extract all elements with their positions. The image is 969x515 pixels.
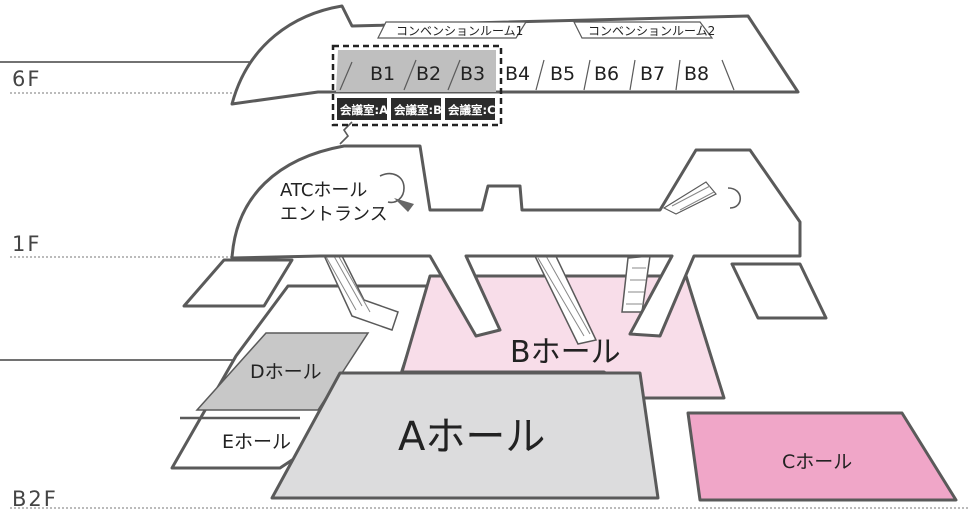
6f-floor xyxy=(230,4,800,106)
a-hall-label: Aホール xyxy=(398,414,545,460)
c-hall-label: Cホール xyxy=(782,451,852,473)
escalator-center xyxy=(530,247,598,345)
e-hall-label: Eホール xyxy=(222,431,291,453)
room-b1[interactable]: B1 xyxy=(370,63,395,85)
entrance-arrow-icon xyxy=(394,198,414,212)
small-room-east xyxy=(730,262,828,320)
room-b2[interactable]: B2 xyxy=(416,63,441,85)
convention-room-2[interactable] xyxy=(573,21,714,39)
meeting-room-a-label: 会議室:A xyxy=(339,103,388,117)
convention-room-1-label: コンベンションルーム1 xyxy=(396,24,523,38)
meeting-room-a-badge[interactable] xyxy=(337,98,387,120)
escalator-turn-east xyxy=(727,187,742,209)
d-hall-label: Dホール xyxy=(250,361,322,383)
meeting-room-c-label: 会議室:C xyxy=(447,103,496,117)
meeting-room-c-badge[interactable] xyxy=(445,98,495,120)
room-b8[interactable]: B8 xyxy=(684,63,709,85)
floor-label-1f: 1F xyxy=(12,232,41,256)
floor-label-b2f: B2F xyxy=(12,487,58,511)
room-b6[interactable]: B6 xyxy=(594,63,619,85)
room-b5[interactable]: B5 xyxy=(550,63,575,85)
room-b7[interactable]: B7 xyxy=(640,63,665,85)
c-hall-area[interactable] xyxy=(686,411,958,502)
b-hall-label: Bホール xyxy=(510,335,621,370)
entrance-label-line2: エントランス xyxy=(280,204,388,225)
room-b3[interactable]: B3 xyxy=(460,63,485,85)
small-room-west xyxy=(182,258,294,308)
escalator-ne xyxy=(662,181,717,215)
room-b4[interactable]: B4 xyxy=(505,63,530,85)
convention-room-2-label: コンベンションルーム2 xyxy=(588,24,715,38)
room-dividers xyxy=(339,59,735,91)
floor-label-6f: 6F xyxy=(12,67,41,91)
entrance-label-line1: ATCホール xyxy=(280,180,367,201)
d-hall-area[interactable] xyxy=(195,332,370,411)
1f-concourse xyxy=(230,144,802,338)
b1-b3-highlight xyxy=(336,50,496,92)
meeting-room-b-badge[interactable] xyxy=(391,98,441,120)
entrance-curve xyxy=(379,172,405,204)
meeting-rooms-dashed-frame xyxy=(331,44,503,127)
a-hall-area[interactable] xyxy=(270,371,660,500)
convention-room-1[interactable] xyxy=(377,21,528,39)
meeting-room-b-label: 会議室:B xyxy=(393,103,442,117)
